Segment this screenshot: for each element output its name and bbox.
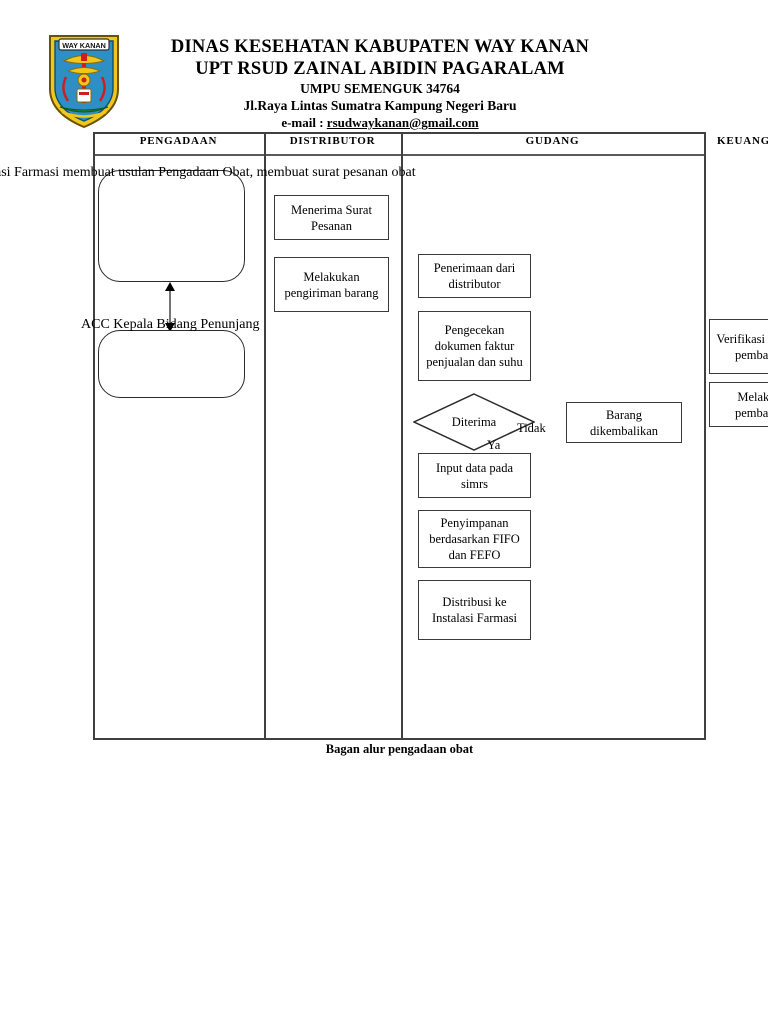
keuangan-step1-label: Verifikasi dokumen pembayaran bbox=[716, 331, 768, 362]
distributor-step1-box: Menerima Surat Pesanan bbox=[274, 195, 389, 240]
header-line-dinas: DINAS KESEHATAN KABUPATEN WAY KANAN bbox=[170, 37, 590, 57]
pengadaan-step1-shape bbox=[98, 170, 245, 282]
column-header-keuangan: KEUANGAN bbox=[717, 135, 768, 147]
decision-edge-label-ya: Ya bbox=[487, 438, 501, 452]
gudang-step2-label: Pengecekan dokumen faktur penjualan dan … bbox=[426, 323, 523, 369]
swimlane-flowchart: PENGADAAN DISTRIBUTOR GUDANG KEUANGAN as… bbox=[0, 132, 768, 740]
header-line-address: Jl.Raya Lintas Sumatra Kampung Negeri Ba… bbox=[243, 98, 517, 113]
lane-divider-left bbox=[93, 132, 95, 740]
pengadaan-step1-label: asi Farmasi membuat usulan Pengadaan Oba… bbox=[0, 165, 416, 180]
gudang-step1-label: Penerimaan dari distributor bbox=[433, 261, 516, 291]
gudang-returned-goods-box: Barang dikembalikan bbox=[566, 402, 682, 443]
gudang-step3-box: Input data pada simrs bbox=[418, 453, 531, 498]
gudang-step3-label: Input data pada simrs bbox=[435, 460, 514, 491]
gudang-step4-box: Penyimpanan berdasarkan FIFO dan FEFO bbox=[418, 510, 531, 568]
gudang-step5-box: Distribusi ke Instalasi Farmasi bbox=[418, 580, 531, 640]
gudang-step1-box: Penerimaan dari distributor bbox=[418, 254, 531, 298]
column-header-gudang: GUDANG bbox=[525, 135, 580, 147]
header-line-upt: UPT RSUD ZAINAL ABIDIN PAGARALAM bbox=[195, 59, 565, 79]
table-top-border bbox=[93, 132, 706, 134]
keuangan-step1-box: Verifikasi dokumen pembayaran bbox=[709, 319, 768, 374]
email-address-link[interactable]: rsudwaykanan@gmail.com bbox=[326, 115, 479, 130]
keuangan-step2-label: Melakukan pembayaran bbox=[734, 389, 768, 420]
gudang-decision-label: Diterima bbox=[451, 414, 497, 429]
pengadaan-step2-label: ACC Kepala Bidang Penunjang bbox=[81, 317, 260, 332]
lane-divider-pengadaan-distributor bbox=[264, 132, 266, 740]
lane-divider-gudang-keuangan bbox=[704, 132, 706, 740]
gudang-step4-label: Penyimpanan berdasarkan FIFO dan FEFO bbox=[429, 516, 520, 562]
header-line-umpu: UMPU SEMENGUK 34764 bbox=[300, 81, 460, 96]
pengadaan-step2-shape bbox=[98, 330, 245, 398]
decision-edge-label-tidak: Tidak bbox=[517, 421, 546, 435]
email-label: e-mail : bbox=[281, 115, 327, 130]
way-kanan-coat-of-arms-icon: WAY KANAN bbox=[46, 33, 122, 130]
gudang-returned-goods-label: Barang dikembalikan bbox=[589, 407, 659, 438]
gudang-decision-diamond: Diterima bbox=[413, 393, 535, 451]
figure-caption: Bagan alur pengadaan obat bbox=[325, 742, 474, 756]
svg-text:WAY KANAN: WAY KANAN bbox=[62, 41, 106, 50]
distributor-step1-label: Menerima Surat Pesanan bbox=[291, 202, 372, 233]
gudang-step2-box: Pengecekan dokumen faktur penjualan dan … bbox=[418, 311, 531, 381]
column-header-distributor: DISTRIBUTOR bbox=[289, 135, 376, 147]
institution-header: DINAS KESEHATAN KABUPATEN WAY KANAN UPT … bbox=[130, 36, 630, 131]
table-bottom-border bbox=[93, 738, 706, 740]
letterhead: WAY KANAN DINAS KESEHATAN KABUPATEN WAY … bbox=[0, 0, 768, 130]
lane-divider-distributor-gudang bbox=[401, 132, 403, 740]
table-header-rule bbox=[93, 154, 706, 156]
header-line-email: e-mail : rsudwaykanan@gmail.com bbox=[130, 114, 630, 131]
pengadaan-double-arrow bbox=[162, 282, 178, 332]
gudang-step5-label: Distribusi ke Instalasi Farmasi bbox=[431, 595, 518, 625]
distributor-step2-label: Melakukan pengiriman barang bbox=[284, 269, 379, 300]
keuangan-step2-box: Melakukan pembayaran bbox=[709, 382, 768, 427]
column-header-pengadaan: PENGADAAN bbox=[139, 135, 218, 147]
distributor-step2-box: Melakukan pengiriman barang bbox=[274, 257, 389, 312]
